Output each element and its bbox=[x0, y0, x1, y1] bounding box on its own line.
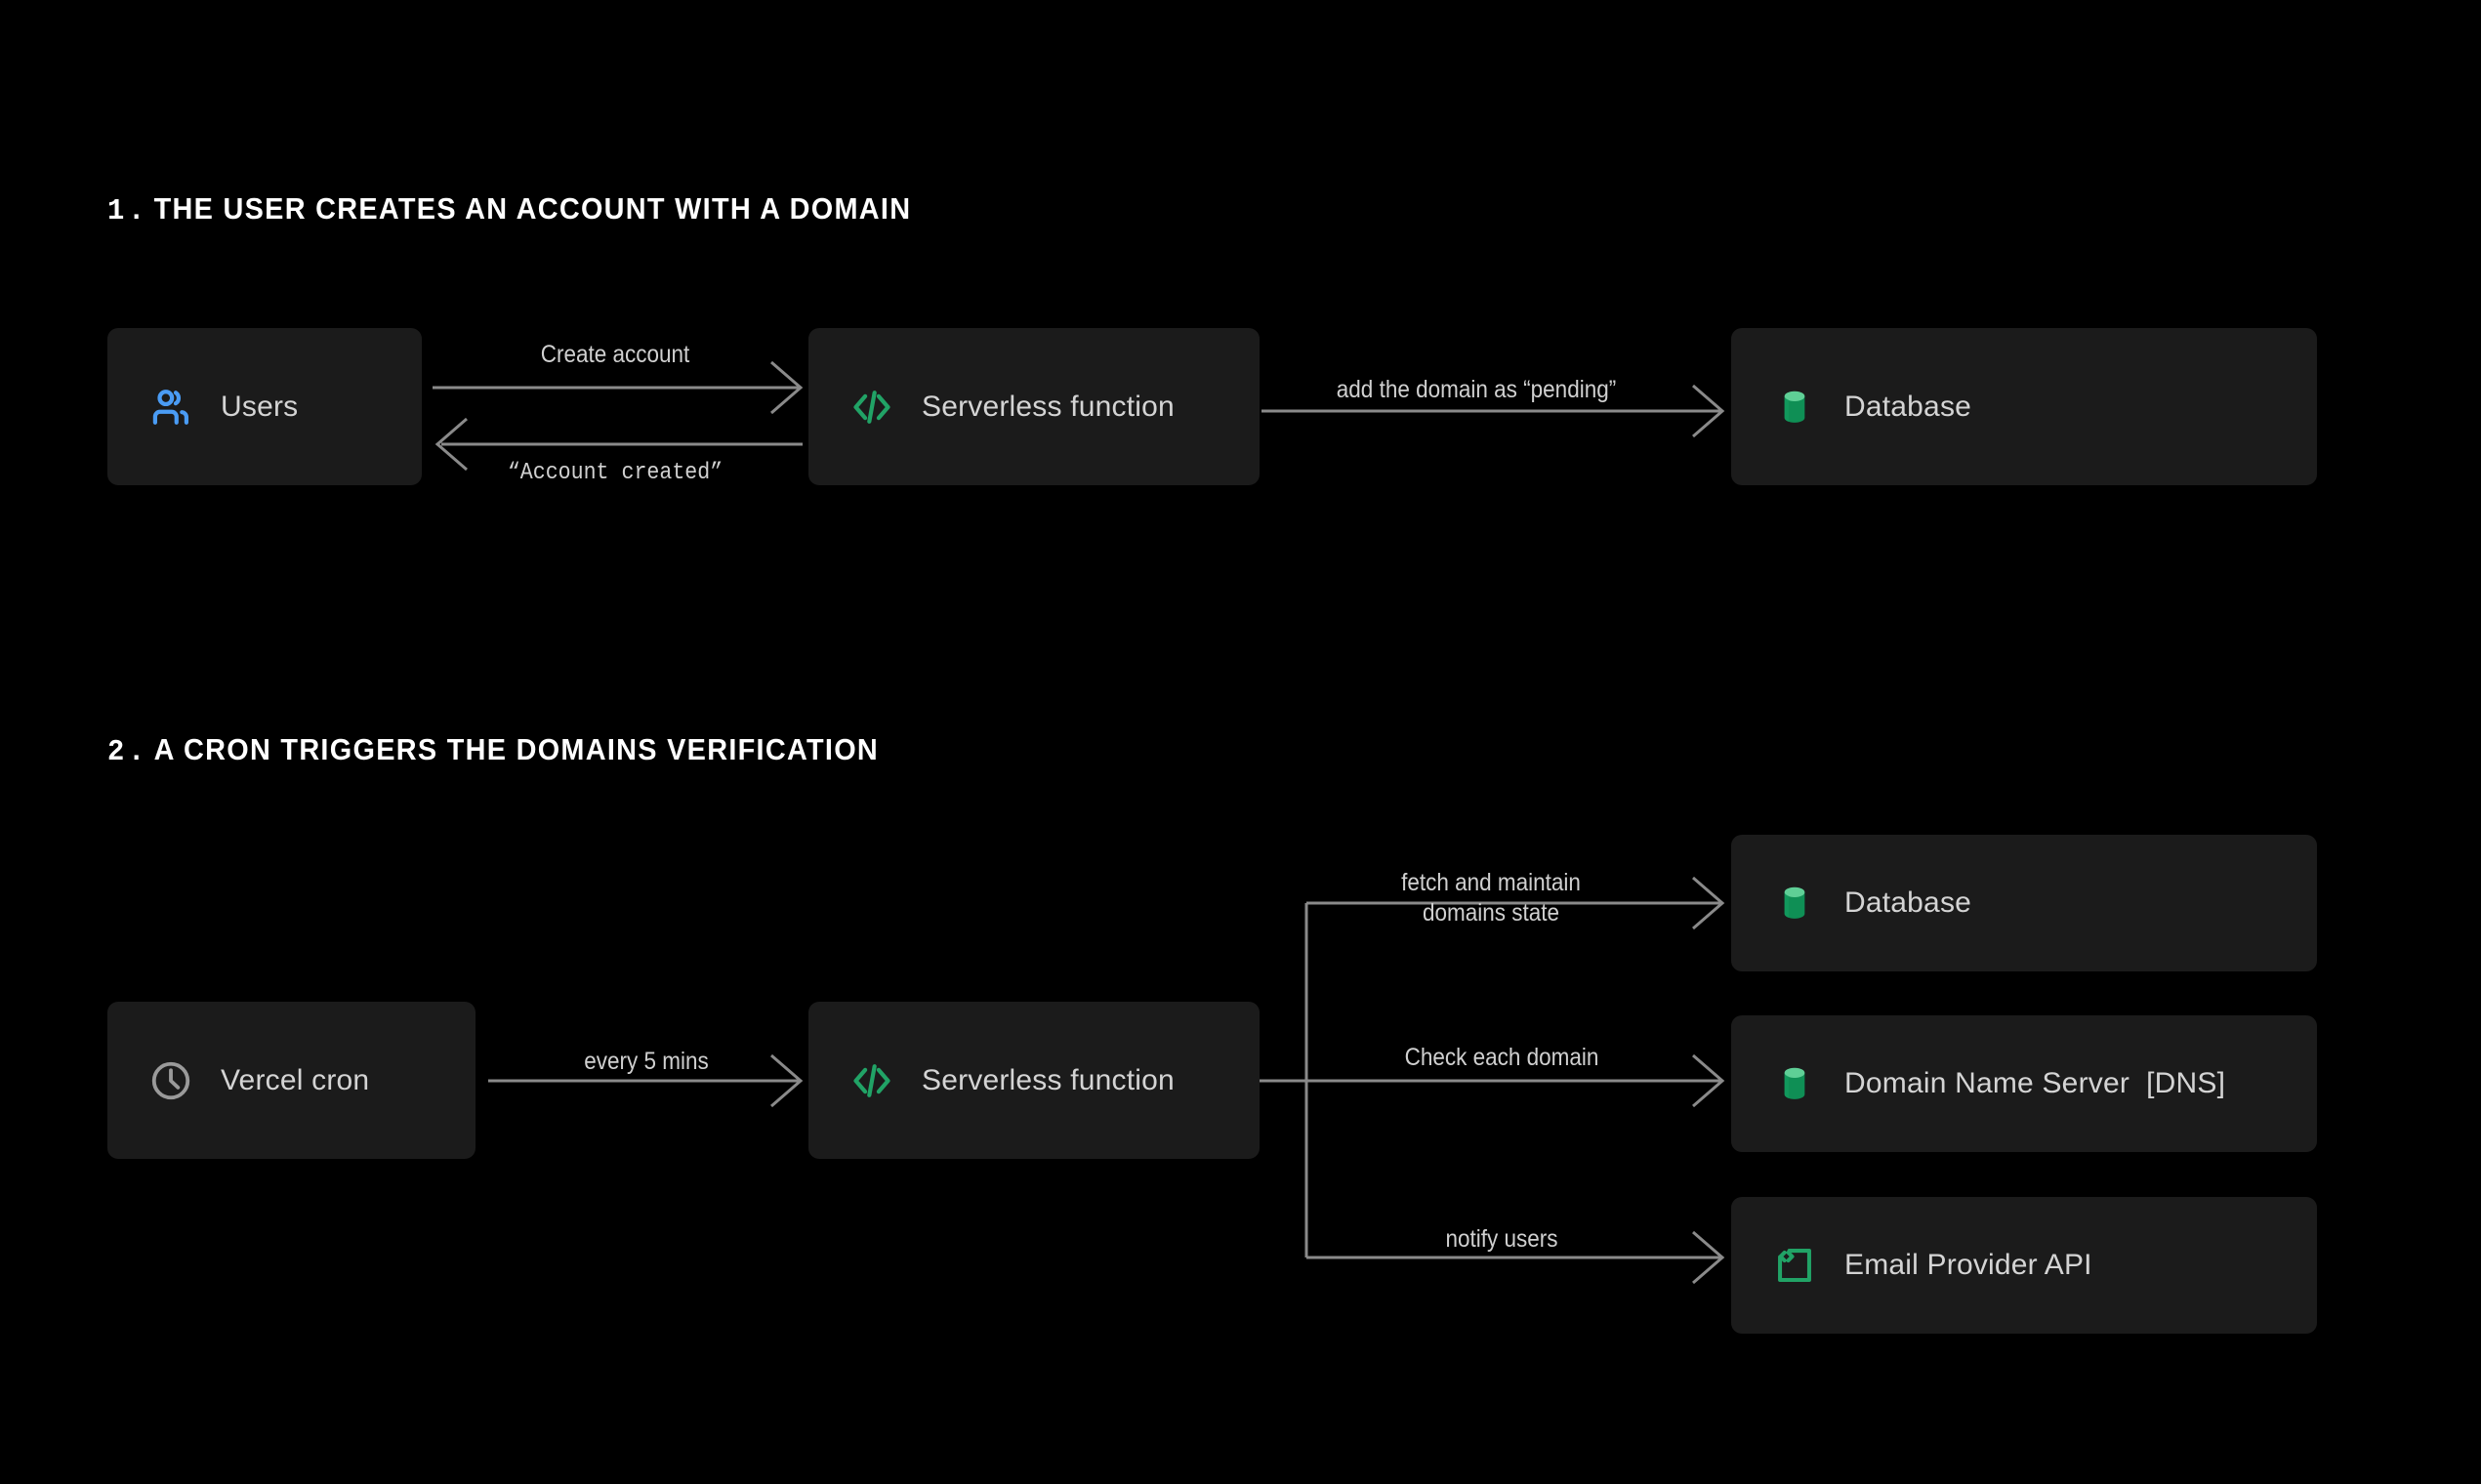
node-serverless-function-1[interactable]: Serverless function bbox=[808, 328, 1260, 485]
node-email-provider-api[interactable]: Email Provider API bbox=[1731, 1197, 2317, 1334]
node-users-label: Users bbox=[221, 390, 299, 423]
edge-label-account-created: “Account created” bbox=[507, 460, 724, 486]
database-cylinder-icon bbox=[1784, 886, 1805, 919]
node-serverless-function-1-label: Serverless function bbox=[922, 390, 1175, 423]
edge-label-create-account: Create account bbox=[540, 341, 690, 368]
node-email-provider-api-label: Email Provider API bbox=[1844, 1249, 2092, 1281]
code-brackets-icon bbox=[853, 1063, 890, 1097]
section-2-number: 2. bbox=[107, 735, 149, 769]
node-domain-name-server-label: Domain Name Server [DNS] bbox=[1844, 1067, 2226, 1099]
section-1-title: 1.THE USER CREATES AN ACCOUNT WITH A DOM… bbox=[107, 191, 911, 228]
edge-label-check-each-domain: Check each domain bbox=[1404, 1044, 1599, 1071]
node-vercel-cron[interactable]: Vercel cron bbox=[107, 1002, 476, 1159]
node-database-1[interactable]: Database bbox=[1731, 328, 2317, 485]
node-domain-name-server[interactable]: Domain Name Server [DNS] bbox=[1731, 1015, 2317, 1152]
code-brackets-icon bbox=[853, 390, 890, 424]
edge-label-fetch-domains-state: fetch and maintain domains state bbox=[1401, 869, 1581, 928]
section-1-title-text: THE USER CREATES AN ACCOUNT WITH A DOMAI… bbox=[153, 191, 912, 226]
api-code-square-icon bbox=[1778, 1249, 1811, 1282]
node-vercel-cron-label: Vercel cron bbox=[221, 1063, 370, 1096]
edge-label-add-domain-pending: add the domain as “pending” bbox=[1336, 376, 1617, 403]
database-cylinder-icon bbox=[1784, 1067, 1805, 1099]
users-icon bbox=[152, 389, 189, 425]
edge-label-notify-users: notify users bbox=[1445, 1225, 1558, 1253]
clock-icon bbox=[151, 1061, 190, 1099]
node-users[interactable]: Users bbox=[107, 328, 422, 485]
node-database-2-label: Database bbox=[1844, 886, 1972, 919]
node-database-1-label: Database bbox=[1844, 390, 1972, 423]
section-2-title: 2.A CRON TRIGGERS THE DOMAINS VERIFICATI… bbox=[107, 732, 879, 769]
section-1-number: 1. bbox=[107, 194, 149, 228]
node-serverless-function-2[interactable]: Serverless function bbox=[808, 1002, 1260, 1159]
node-database-2[interactable]: Database bbox=[1731, 835, 2317, 971]
section-2-title-text: A CRON TRIGGERS THE DOMAINS VERIFICATION bbox=[153, 732, 880, 766]
database-cylinder-icon bbox=[1784, 391, 1805, 423]
node-serverless-function-2-label: Serverless function bbox=[922, 1063, 1175, 1096]
edge-label-every-5-mins: every 5 mins bbox=[584, 1048, 709, 1075]
